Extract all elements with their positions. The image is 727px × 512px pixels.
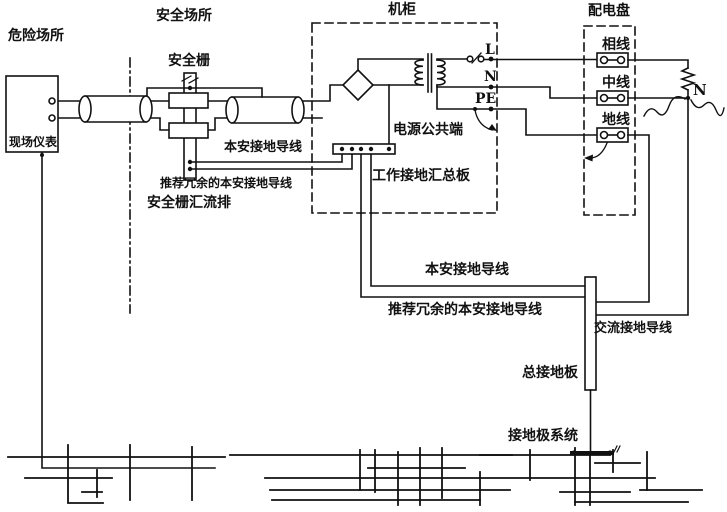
neutral-node-dot (685, 95, 691, 101)
hazardous-area-label: 危险场所 (8, 28, 64, 44)
terminal-pe-label: PE (475, 91, 497, 107)
cabinet-enclosure-box (311, 22, 498, 214)
redundant-is-ground-conductor-label-2: 推荐冗余的本安接地导线 (388, 302, 542, 318)
supply-network-wires (595, 59, 697, 316)
safety-barrier-blocks (168, 92, 209, 139)
main-ground-plate-label: 总接地板 (522, 365, 578, 381)
fuse-ground (596, 127, 629, 143)
transformer (414, 53, 446, 93)
is-ground-conductor-label-2: 本安接地导线 (425, 262, 509, 278)
distribution-panel-label: 配电盘 (588, 3, 630, 19)
junction-dot (473, 107, 477, 111)
rectifier-bridge (341, 68, 375, 102)
lv-wiring (436, 58, 598, 136)
cabinet-label: 机柜 (388, 2, 416, 18)
field-instrument-box (5, 75, 59, 153)
junction-dot (187, 166, 193, 172)
neutral-node-label: N (693, 81, 707, 99)
ground-bus-terminal-wires (189, 153, 586, 298)
network-wavy-strokes (643, 96, 725, 117)
working-ground-bus-board (332, 143, 396, 155)
cable-shield-wire (146, 87, 263, 98)
redundant-is-ground-conductor-label-1: 推荐冗余的本安接地导线 (160, 176, 293, 190)
terminal-l-dot (488, 56, 494, 62)
impedance-zigzag (679, 66, 697, 92)
ground-fuse-label: 地线 (602, 112, 630, 128)
field-instrument-label: 现场仪表 (9, 135, 58, 149)
working-ground-board-label: 工作接地汇总板 (372, 168, 470, 184)
junction-dot (187, 85, 193, 91)
shielded-cable-right (225, 96, 305, 124)
safe-area-label: 安全场所 (156, 8, 212, 24)
is-ground-conductor-label-1: 本安接地导线 (224, 140, 303, 155)
terminal-pe-dot (488, 106, 494, 112)
distribution-panel-box (583, 25, 636, 216)
phase-fuse-label: 相线 (602, 37, 630, 53)
instrument-ground-wire (41, 152, 216, 469)
terminal-n-label: N (484, 69, 497, 85)
fuse-neutral (596, 90, 629, 106)
electrode-system-label: 接地极系统 (508, 428, 578, 444)
fuse-ground-chassis-arc (584, 142, 608, 162)
safety-barrier-busbar-label: 安全栅汇流排 (147, 195, 231, 211)
ground-grid (7, 444, 703, 506)
shielded-cable-left (78, 95, 153, 123)
junction-dot (40, 153, 44, 157)
junction-dot (187, 159, 193, 165)
ac-ground-conductor-label: 交流接地导线 (594, 321, 673, 336)
pe-chassis-bond-arc (474, 109, 497, 131)
switch-contact (466, 52, 485, 64)
neutral-fuse-label: 中线 (602, 75, 630, 91)
safety-barrier-label: 安全栅 (168, 53, 210, 69)
terminal-n-dot (488, 84, 494, 90)
terminal-l-label: L (485, 42, 495, 58)
fuse-phase (596, 52, 629, 68)
power-common-terminal-label: 电源公共端 (393, 122, 463, 138)
